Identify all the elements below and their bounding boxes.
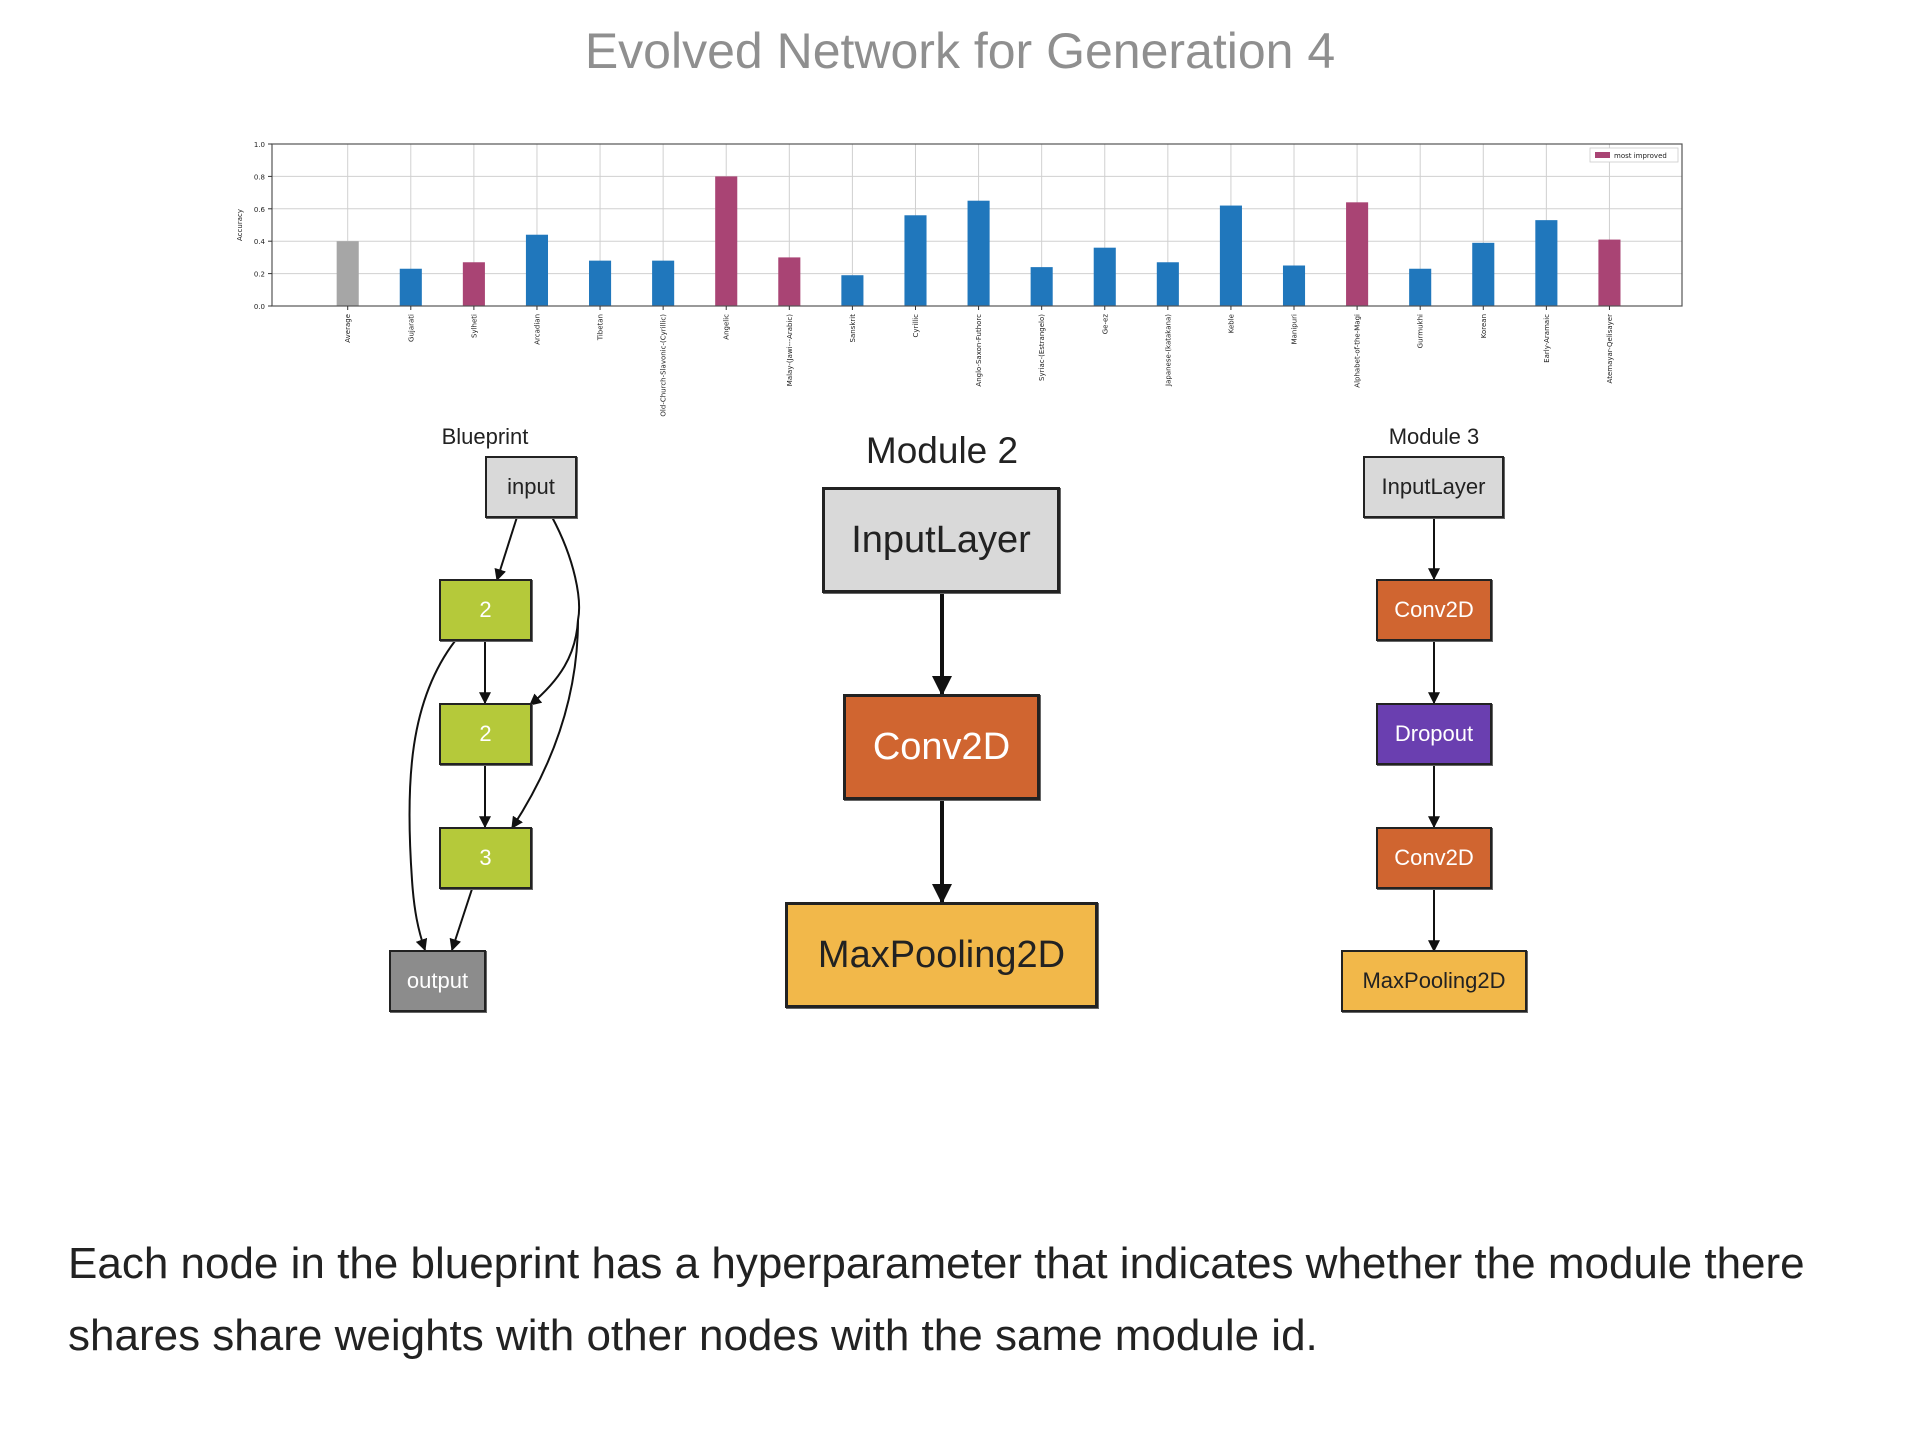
x-tick-label: Tibetan	[597, 314, 605, 341]
bar-keble	[1219, 205, 1242, 306]
bar-syriac-(estrangelo)	[1030, 267, 1053, 306]
bar-angelic	[715, 176, 738, 306]
module-3-node-conv2d-2: Conv2D	[1376, 827, 1492, 889]
bar-manipuri	[1282, 265, 1306, 306]
edge-input-to-n2	[529, 516, 581, 706]
x-tick-label: Gurmukhi	[1417, 314, 1425, 348]
module-2-node-conv2d: Conv2D	[843, 694, 1040, 800]
bar-early-aramaic	[1535, 220, 1558, 306]
blueprint-node-module-2a: 2	[439, 579, 532, 641]
bar-atemayar-qelisayer	[1598, 239, 1621, 306]
caption-paragraph: Each node in the blueprint has a hyperpa…	[68, 1239, 1805, 1360]
bar-ge-ez	[1093, 247, 1116, 306]
module-3-node-conv2d-1: Conv2D	[1376, 579, 1492, 641]
blueprint-node-input: input	[485, 456, 577, 518]
module-2-node-maxpooling2d: MaxPooling2D	[785, 902, 1098, 1008]
legend-label-most-improved: most improved	[1614, 152, 1667, 160]
x-tick-label: Japanese-(katakana)	[1164, 314, 1172, 387]
blueprint-node-module-2b: 2	[439, 703, 532, 765]
y-tick-label: 0.8	[254, 173, 265, 181]
bar-arcadian	[525, 234, 549, 306]
x-tick-label: Ge-ez	[1101, 314, 1109, 335]
plot-frame	[271, 143, 1683, 307]
bar-gurmukhi	[1409, 268, 1432, 306]
x-tick-label: Malay-(Jawi---Arabic)	[786, 314, 794, 386]
y-axis-label: Accuracy	[236, 209, 244, 241]
bar-old-church-slavonic-(cyrillic)	[652, 260, 675, 306]
bar-alphabet-of-the-magi	[1346, 202, 1369, 306]
bar-malay-(jawi---arabic)	[778, 257, 801, 306]
diagram-edges	[408, 516, 1440, 953]
x-tick-label: Korean	[1480, 314, 1488, 338]
x-tick-label: Sylheti	[470, 314, 478, 338]
y-tick-label: 1.0	[254, 141, 265, 149]
edge-n3-to-output	[449, 888, 473, 952]
module-3-node-inputlayer: InputLayer	[1363, 456, 1504, 518]
x-tick-label: Atemayar-Qelisayer	[1606, 314, 1614, 384]
bar-sanskrit	[841, 275, 864, 306]
module-2-node-inputlayer: InputLayer	[822, 487, 1060, 593]
legend-swatch-most-improved	[1595, 152, 1610, 158]
edge-n1-to-output	[408, 640, 456, 952]
module-3-title: Module 3	[1388, 424, 1480, 449]
blueprint-node-output: output	[389, 950, 486, 1012]
x-tick-label: Anglo-Saxon-Futhorc	[975, 314, 983, 387]
x-tick-label: Manipuri	[1291, 314, 1299, 344]
bar-tibetan	[589, 260, 612, 306]
module-3-node-dropout: Dropout	[1376, 703, 1492, 765]
blueprint-title: Blueprint	[441, 424, 529, 449]
blueprint-node-module-3: 3	[439, 827, 532, 889]
x-tick-label: Sanskrit	[849, 314, 857, 343]
bar-japanese-(katakana)	[1156, 262, 1179, 306]
module-2-title: Module 2	[865, 430, 1019, 471]
y-tick-label: 0.6	[254, 206, 266, 214]
x-tick-label: Gujarati	[407, 314, 415, 342]
edge-input-to-n3	[511, 619, 579, 830]
x-tick-label: Angelic	[723, 314, 731, 340]
x-tick-label: Cyrillic	[912, 314, 920, 338]
x-tick-label: Keble	[1227, 314, 1235, 333]
x-tick-label: Syriac-(Estrangelo)	[1038, 314, 1046, 381]
legend-box	[1589, 147, 1679, 163]
y-tick-label: 0.0	[254, 303, 265, 311]
bar-korean	[1472, 242, 1495, 306]
x-tick-label: Alphabet-of-the-Magi	[1354, 314, 1362, 388]
edge-input-to-n1	[494, 516, 518, 582]
x-tick-label: Early-Aramaic	[1543, 314, 1551, 363]
module-3-node-maxpooling2d: MaxPooling2D	[1341, 950, 1527, 1012]
bar-cyrillic	[904, 215, 927, 306]
x-tick-label: Average	[344, 314, 352, 343]
x-tick-label: Old-Church-Slavonic-(Cyrillic)	[660, 314, 668, 417]
y-tick-label: 0.2	[254, 271, 265, 279]
bar-anglo-saxon-futhorc	[967, 200, 990, 306]
bar-gujarati	[399, 268, 422, 306]
bar-average	[336, 241, 359, 306]
x-tick-label: Arcadian	[533, 314, 541, 345]
bar-sylheti	[462, 262, 485, 306]
y-tick-label: 0.4	[254, 238, 266, 246]
page-title: Evolved Network for Generation 4	[584, 23, 1336, 79]
